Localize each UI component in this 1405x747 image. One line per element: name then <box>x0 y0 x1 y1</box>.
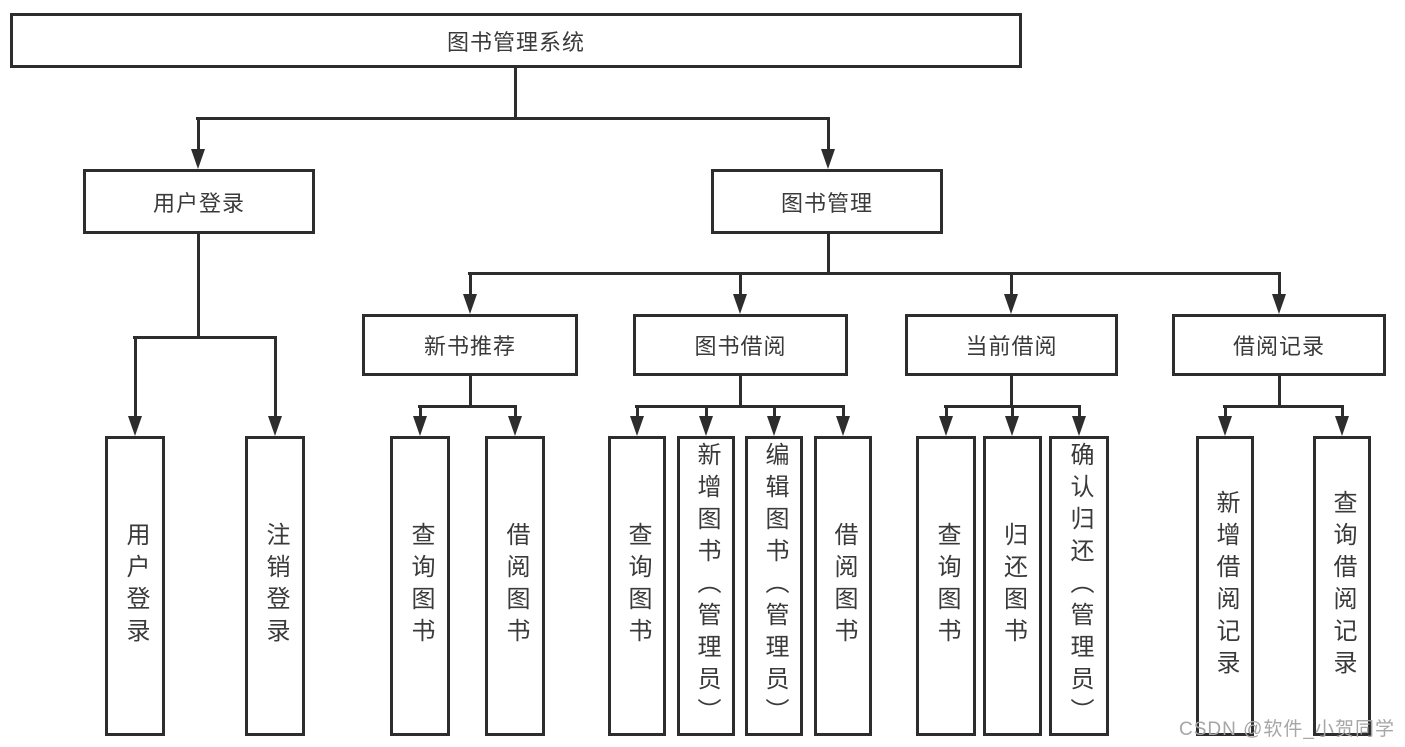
connector-vline <box>513 68 517 119</box>
arrow-down-icon <box>1218 416 1232 436</box>
connector-hline <box>635 404 845 408</box>
connector-vline <box>196 118 200 151</box>
leaf-query-books-1-label: 查询图书 <box>407 522 434 650</box>
arrow-down-icon <box>268 416 282 436</box>
leaf-edit-book-admin-label: 编辑图书（管理员） <box>761 442 788 730</box>
node-borrow-records-label: 借阅记录 <box>1232 334 1325 359</box>
arrow-down-icon <box>767 416 781 436</box>
arrow-down-icon <box>836 416 850 436</box>
connector-vline <box>738 273 742 296</box>
connector-vline <box>196 234 200 338</box>
connector-vline <box>1277 273 1281 296</box>
leaf-add-borrow-record-label: 新增借阅记录 <box>1212 490 1239 682</box>
leaf-user-login-label: 用户登录 <box>122 522 149 650</box>
leaf-confirm-return-admin: 确认归还（管理员） <box>1049 436 1109 736</box>
arrow-down-icon <box>1005 416 1019 436</box>
node-book-management: 图书管理 <box>711 169 943 234</box>
connector-vline <box>468 376 472 407</box>
connector-hline <box>418 404 517 408</box>
watermark-text: CSDN @软件_小贺同学 <box>1179 719 1395 740</box>
connector-vline <box>1010 406 1014 418</box>
arrow-down-icon <box>1272 294 1286 314</box>
arrow-down-icon <box>821 149 835 169</box>
arrow-down-icon <box>413 416 427 436</box>
leaf-return-book-label: 归还图书 <box>999 522 1027 650</box>
arrow-down-icon <box>699 416 713 436</box>
connector-vline <box>1009 273 1013 296</box>
node-current-borrow: 当前借阅 <box>905 314 1118 376</box>
node-current-borrow-label: 当前借阅 <box>965 334 1058 359</box>
connector-vline <box>418 406 422 418</box>
connector-vline <box>273 337 277 418</box>
leaf-query-books-2: 查询图书 <box>608 436 666 736</box>
node-root-label: 图书管理系统 <box>446 29 585 55</box>
leaf-query-books-3-label: 查询图书 <box>933 522 960 650</box>
leaf-add-book-admin: 新增图书（管理员） <box>677 436 735 736</box>
leaf-add-borrow-record: 新增借阅记录 <box>1196 436 1254 736</box>
arrow-down-icon <box>508 416 522 436</box>
node-new-book-recommend: 新书推荐 <box>362 314 578 376</box>
node-root: 图书管理系统 <box>10 13 1022 68</box>
node-user-login: 用户登录 <box>83 169 315 234</box>
connector-vline <box>468 273 472 296</box>
arrow-down-icon <box>463 294 477 314</box>
connector-vline <box>1223 406 1227 418</box>
connector-vline <box>826 118 830 151</box>
arrow-down-icon <box>128 416 142 436</box>
connector-vline <box>1077 406 1081 418</box>
arrow-down-icon <box>1335 416 1349 436</box>
connector-vline <box>826 234 830 274</box>
node-user-login-label: 用户登录 <box>152 190 245 216</box>
leaf-borrow-books-2: 借阅图书 <box>814 436 872 736</box>
connector-vline <box>738 376 742 407</box>
leaf-query-borrow-record-label: 查询借阅记录 <box>1329 490 1356 682</box>
arrow-down-icon <box>1072 416 1086 436</box>
connector-vline <box>841 406 845 418</box>
node-book-borrow: 图书借阅 <box>633 314 848 376</box>
arrow-down-icon <box>191 149 205 169</box>
leaf-query-books-1: 查询图书 <box>390 436 450 736</box>
leaf-logout-label: 注销登录 <box>262 522 289 650</box>
leaf-borrow-books-2-label: 借阅图书 <box>830 522 857 650</box>
arrow-down-icon <box>630 416 644 436</box>
connector-vline <box>1277 376 1281 407</box>
connector-vline <box>772 406 776 418</box>
arrow-down-icon <box>939 416 953 436</box>
connector-vline <box>704 406 708 418</box>
leaf-edit-book-admin: 编辑图书（管理员） <box>745 436 803 736</box>
leaf-query-books-3: 查询图书 <box>916 436 976 736</box>
leaf-borrow-books-1: 借阅图书 <box>485 436 545 736</box>
leaf-add-book-admin-label: 新增图书（管理员） <box>693 442 720 730</box>
leaf-return-book: 归还图书 <box>983 436 1042 736</box>
connector-hline <box>1223 404 1344 408</box>
connector-vline <box>513 406 517 418</box>
connector-hline <box>468 271 1281 275</box>
node-new-book-recommend-label: 新书推荐 <box>423 334 516 359</box>
node-book-management-label: 图书管理 <box>780 190 873 216</box>
arrow-down-icon <box>1004 294 1018 314</box>
leaf-borrow-books-1-label: 借阅图书 <box>502 522 529 650</box>
arrow-down-icon <box>733 294 747 314</box>
connector-hline <box>133 335 277 339</box>
connector-vline <box>635 406 639 418</box>
connector-vline <box>1009 376 1013 407</box>
connector-vline <box>944 406 948 418</box>
leaf-confirm-return-admin-label: 确认归还（管理员） <box>1066 442 1093 730</box>
connector-vline <box>133 337 137 418</box>
node-book-borrow-label: 图书借阅 <box>694 334 787 359</box>
node-borrow-records: 借阅记录 <box>1172 314 1386 376</box>
leaf-user-login: 用户登录 <box>105 436 165 736</box>
leaf-query-books-2-label: 查询图书 <box>624 522 651 650</box>
leaf-logout: 注销登录 <box>245 436 305 736</box>
leaf-query-borrow-record: 查询借阅记录 <box>1313 436 1371 736</box>
connector-hline <box>196 116 830 120</box>
connector-vline <box>1340 406 1344 418</box>
